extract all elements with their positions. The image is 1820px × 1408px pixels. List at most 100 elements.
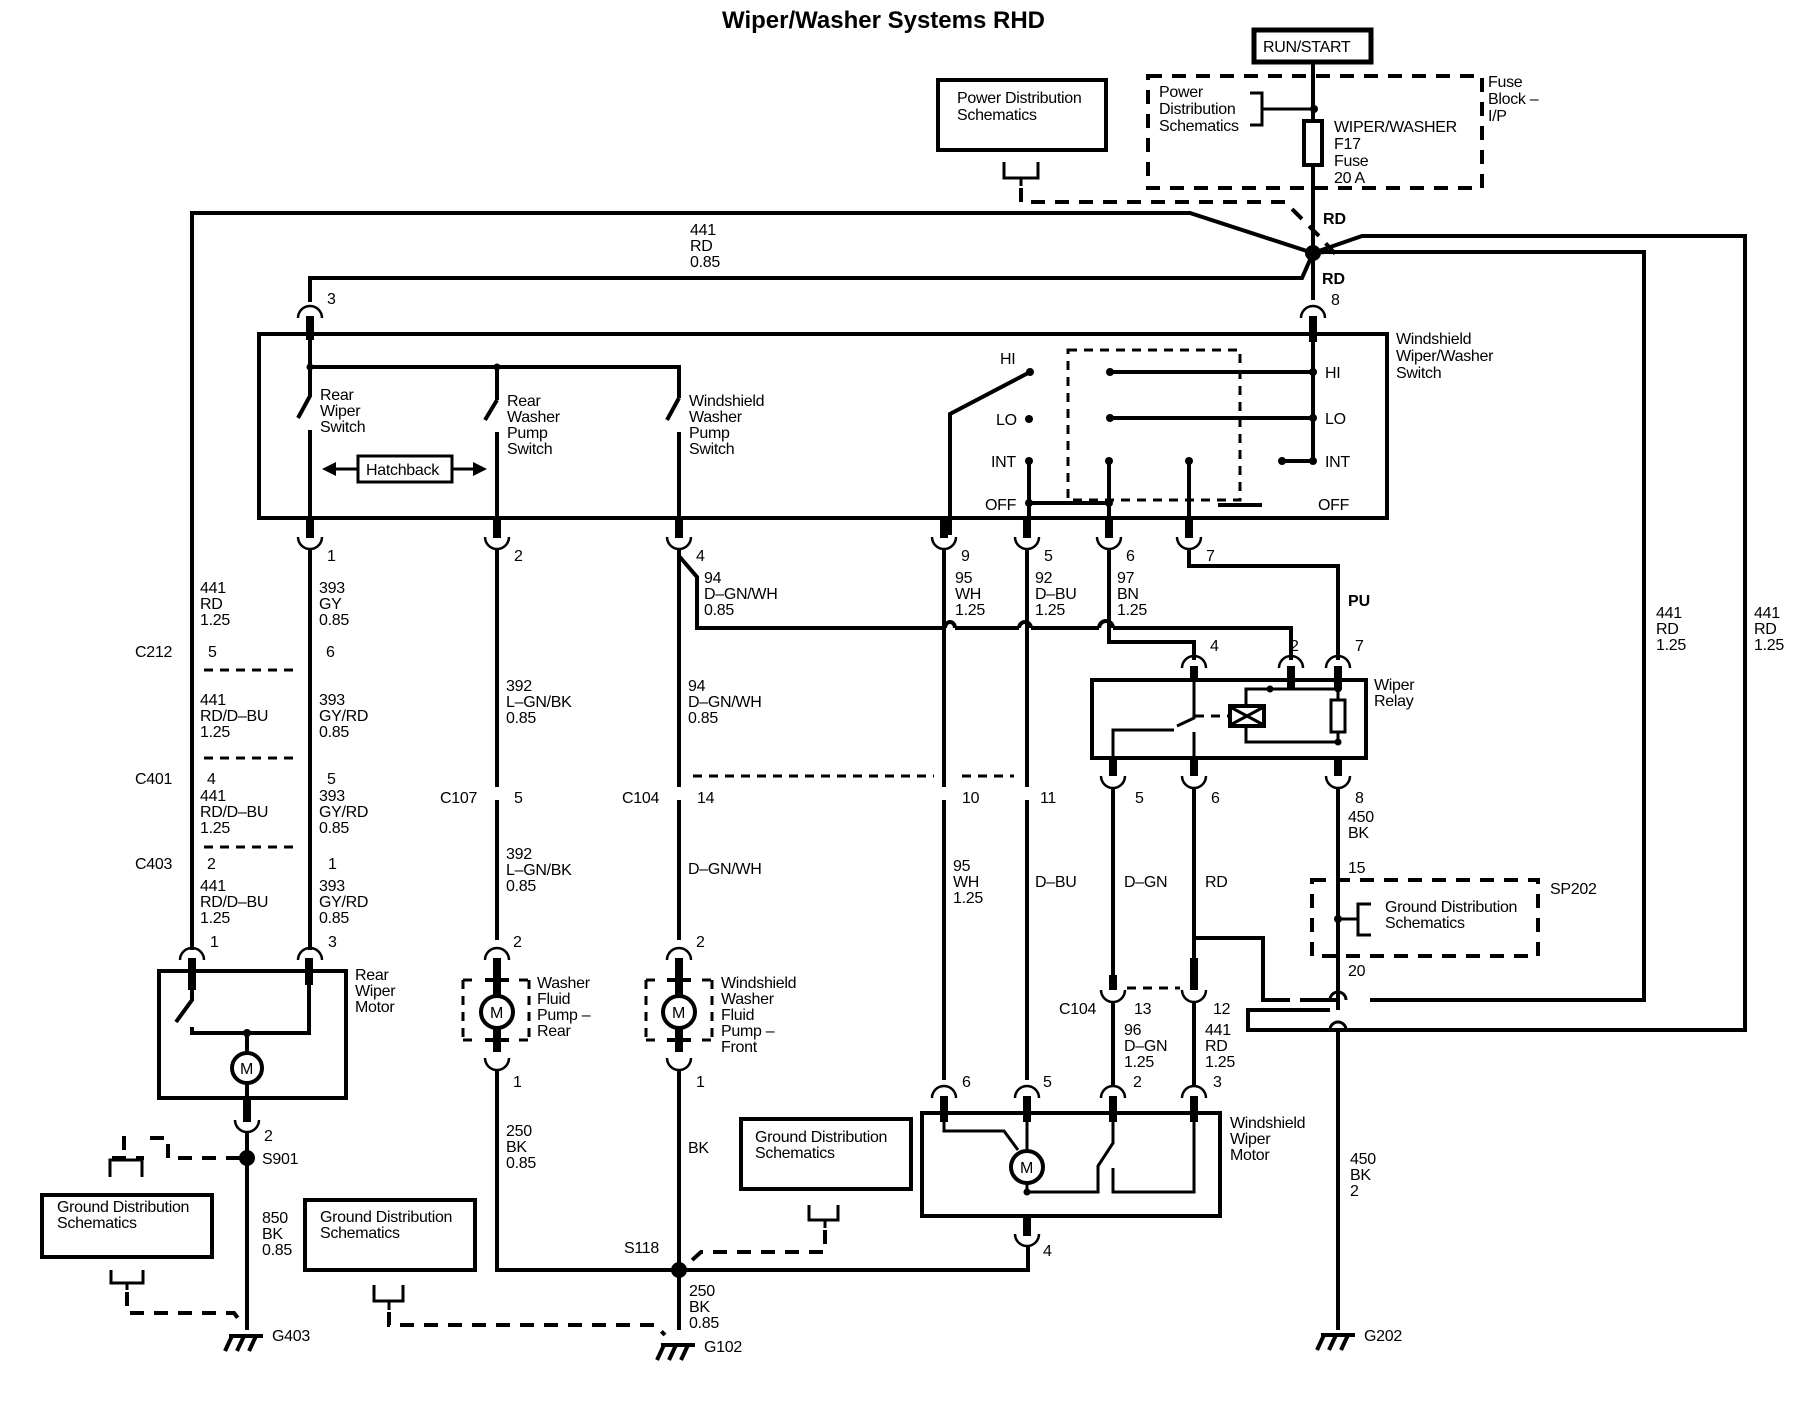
svg-text:D–GN/WH: D–GN/WH [688,694,761,711]
svg-text:393: 393 [319,580,345,597]
motor-icon [661,994,697,1030]
svg-text:Washer: Washer [507,409,561,426]
svg-text:L–GN/BK: L–GN/BK [506,694,572,711]
svg-text:2: 2 [1290,638,1299,655]
svg-text:Schematics: Schematics [320,1225,400,1242]
svg-text:1.25: 1.25 [1117,602,1147,619]
svg-text:I/P: I/P [1488,108,1507,125]
svg-text:C104: C104 [622,790,659,807]
svg-text:1: 1 [210,934,219,951]
svg-text:1.25: 1.25 [1205,1054,1235,1071]
svg-text:392: 392 [506,846,532,863]
svg-text:F17: F17 [1334,136,1361,153]
svg-text:HI: HI [1325,365,1340,382]
svg-text:441: 441 [200,878,226,895]
svg-text:BK: BK [688,1140,709,1157]
svg-text:BK: BK [1350,1167,1371,1184]
svg-text:INT: INT [1325,454,1350,471]
svg-text:Wiper/Washer: Wiper/Washer [1396,348,1494,365]
svg-text:94: 94 [688,678,706,695]
svg-text:HI: HI [1000,351,1015,368]
svg-text:G202: G202 [1364,1328,1402,1345]
svg-text:LO: LO [996,412,1017,429]
svg-text:Relay: Relay [1374,693,1414,710]
svg-text:1.25: 1.25 [1124,1054,1154,1071]
svg-text:RD: RD [1656,621,1679,638]
svg-text:Wiper: Wiper [355,983,396,1000]
svg-text:96: 96 [1124,1022,1142,1039]
svg-text:Fuse: Fuse [1334,153,1369,170]
svg-text:13: 13 [1134,1001,1152,1018]
svg-text:WH: WH [953,874,979,891]
svg-text:2: 2 [513,934,522,951]
svg-text:1.25: 1.25 [200,724,230,741]
svg-text:0.85: 0.85 [319,820,349,837]
svg-text:850: 850 [262,1210,288,1227]
switch-pin-connector [1013,536,1041,551]
switch-pin-connector [665,536,693,551]
svg-text:441: 441 [200,692,226,709]
svg-text:Washer: Washer [537,975,591,992]
svg-text:3: 3 [328,934,337,951]
svg-text:250: 250 [689,1283,715,1300]
svg-text:11: 11 [1040,790,1056,807]
svg-text:0.85: 0.85 [319,910,349,927]
svg-text:1.25: 1.25 [200,820,230,837]
svg-text:D–GN/WH: D–GN/WH [688,861,761,878]
fuse-block-label: Fuse [1488,74,1523,91]
svg-text:C403: C403 [135,856,172,873]
motor-icon [230,1051,264,1085]
svg-text:3: 3 [1213,1074,1222,1091]
svg-text:BK: BK [1348,825,1369,842]
svg-text:Power Distribution: Power Distribution [957,90,1081,107]
svg-text:450: 450 [1350,1151,1376,1168]
svg-text:RD/D–BU: RD/D–BU [200,708,268,725]
svg-text:1: 1 [696,1074,705,1091]
svg-text:393: 393 [319,878,345,895]
svg-text:6: 6 [326,644,335,661]
svg-text:8: 8 [1331,292,1340,309]
svg-text:450: 450 [1348,809,1374,826]
switch-pin-connector [296,536,324,551]
svg-text:392: 392 [506,678,532,695]
svg-text:5: 5 [1135,790,1144,807]
svg-text:RD/D–BU: RD/D–BU [200,804,268,821]
svg-text:2: 2 [207,856,216,873]
svg-text:WH: WH [955,586,981,603]
svg-text:Pump –: Pump – [721,1023,775,1040]
svg-text:0.85: 0.85 [689,1315,719,1332]
svg-text:GY/RD: GY/RD [319,894,368,911]
windshield-wiper-motor: 6 5 2 3 M Windshield Wiper Motor 4 [920,1074,1306,1260]
svg-text:14: 14 [697,790,715,807]
svg-text:LO: LO [1325,411,1346,428]
svg-text:RD: RD [1205,874,1228,891]
svg-text:12: 12 [1213,1001,1231,1018]
svg-text:RD: RD [1322,271,1345,288]
connector-c104-b: C104 13 12 [1059,958,1231,1018]
svg-text:0.85: 0.85 [319,612,349,629]
ground-g403: G403 [223,1328,311,1352]
svg-text:Rear: Rear [537,1023,571,1040]
svg-text:Wiper: Wiper [320,403,361,420]
svg-text:Switch: Switch [320,419,365,436]
svg-text:Power: Power [1159,84,1204,101]
svg-text:RD: RD [1323,211,1346,228]
svg-text:BK: BK [506,1139,527,1156]
motor-icon [479,994,515,1030]
switch-pin-connector [1175,536,1203,551]
svg-text:Pump: Pump [689,425,730,442]
svg-text:Ground Distribution: Ground Distribution [320,1209,452,1226]
svg-text:5: 5 [514,790,523,807]
svg-text:D–GN: D–GN [1124,874,1167,891]
svg-text:441: 441 [1656,605,1682,622]
rear-wiper-motor: 1 3 M Rear Wiper Motor 2 [157,934,397,1145]
ground-distribution-box-1: Ground Distribution Schematics [40,1193,243,1324]
svg-text:D–BU: D–BU [1035,586,1076,603]
svg-text:Ground Distribution: Ground Distribution [57,1199,189,1216]
svg-text:C107: C107 [440,790,477,807]
svg-text:INT: INT [991,454,1016,471]
diagram-title: Wiper/Washer Systems RHD [722,7,1045,34]
svg-text:Front: Front [721,1039,758,1056]
svg-text:Rear: Rear [507,393,541,410]
